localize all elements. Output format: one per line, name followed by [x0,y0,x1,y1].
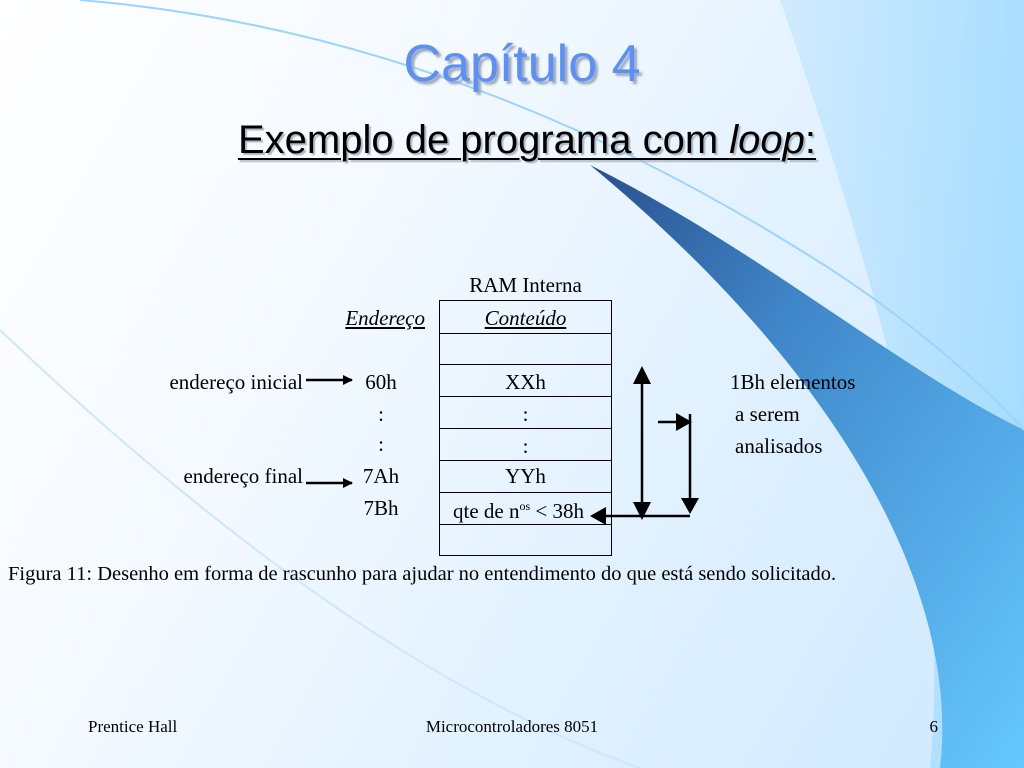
slide-subtitle: Exemplo de programa com loop: [0,120,1024,160]
address-cell: 60h [365,370,397,394]
table-row-divider [440,460,611,461]
loop-back-arrow [590,413,699,525]
content-cell: : [522,402,529,426]
footer-left: Prentice Hall [88,717,178,736]
count-label-line1: 1Bh elementos [730,370,856,394]
start-address-label: endereço inicial [169,370,303,394]
table-row-divider [440,492,611,493]
range-double-arrow [633,366,651,520]
content-header: Conteúdo [484,306,567,330]
address-cell: : [378,432,384,456]
background-curve-line [79,0,1024,431]
table-row-divider [440,396,611,397]
end-address-label: endereço final [183,464,303,488]
content-cell: YYh [505,464,546,488]
table-row-divider [440,333,611,334]
ram-title: RAM Interna [469,273,582,297]
ram-table [439,300,612,556]
page-number: 6 [929,717,939,736]
table-row-divider [440,428,611,429]
address-cell: 7Ah [362,464,400,488]
footer-center: Microcontroladores 8051 [425,717,599,736]
content-cell-count-condition: qte de nos < 38h [453,499,584,523]
count-label-line3: analisados [735,434,823,458]
table-row-divider [440,364,611,365]
content-cell: : [522,434,529,458]
subtitle-prefix: Exemplo de programa com [237,118,730,162]
subtitle-italic: loop [729,118,805,162]
count-label-line2: a serem [735,402,800,426]
address-header: Endereço [345,306,425,330]
table-row-divider [440,524,611,525]
address-cell: 7Bh [363,496,399,520]
subtitle-suffix: : [804,118,817,162]
content-cell: XXh [505,370,546,394]
slide-title: Capítulo 4 [403,35,641,93]
background-blue-swoosh [590,165,1024,768]
address-cell: : [378,402,384,426]
background-curve-line-lower [0,329,641,768]
figure-caption: Figura 11: Desenho em forma de rascunho … [8,563,837,585]
